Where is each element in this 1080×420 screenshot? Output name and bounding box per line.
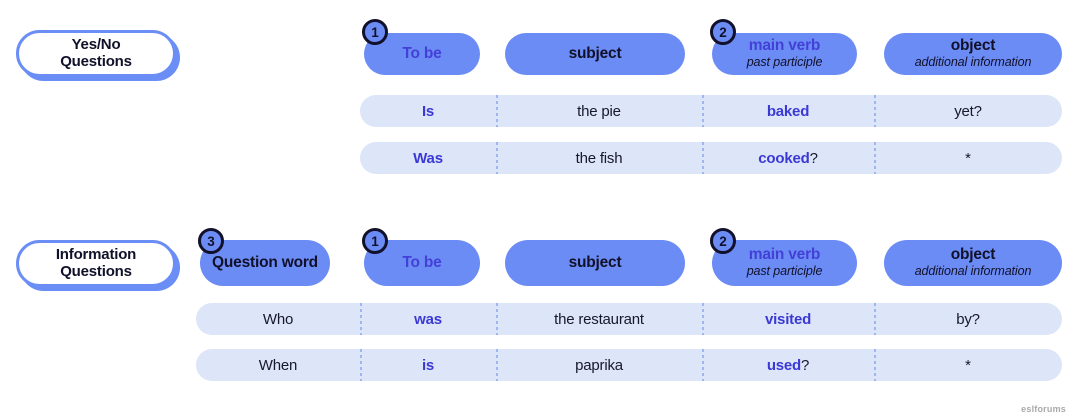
- row-cell: is: [360, 349, 496, 381]
- header-pill-main-verb-yesno[interactable]: main verb past participle: [712, 33, 857, 75]
- cell-text: is: [421, 356, 435, 374]
- row-cell: Who: [196, 303, 360, 335]
- cell-divider: [360, 303, 362, 335]
- step-badge-1-info: 1: [362, 228, 388, 254]
- cell-divider: [360, 349, 362, 381]
- step-badge-1-yesno: 1: [362, 19, 388, 45]
- header-pill-object-info[interactable]: object additional information: [884, 240, 1062, 286]
- cell-divider: [496, 95, 498, 127]
- row-cell: baked: [702, 95, 874, 127]
- cell-text: paprika: [575, 356, 623, 374]
- row-cell: *: [874, 349, 1062, 381]
- cell-text: yet?: [954, 102, 982, 120]
- header-pill-subject-info[interactable]: subject: [505, 240, 685, 286]
- category-label-line1: Information: [55, 246, 137, 264]
- row-cell: the restaurant: [496, 303, 702, 335]
- category-label-line1: Yes/No: [71, 36, 121, 54]
- table-row[interactable]: Was the fish cooked? *: [360, 142, 1062, 174]
- row-cell: by?: [874, 303, 1062, 335]
- header-pill-main-label: To be: [402, 44, 442, 62]
- header-pill-main-label: To be: [402, 253, 442, 271]
- cell-divider: [874, 303, 876, 335]
- header-pill-sub-label: past participle: [746, 264, 823, 279]
- cell-text: by?: [956, 310, 980, 328]
- row-cell: Is: [360, 95, 496, 127]
- header-pill-main-label: object: [950, 246, 996, 264]
- row-cell: the pie: [496, 95, 702, 127]
- row-cell: When: [196, 349, 360, 381]
- row-cell: cooked?: [702, 142, 874, 174]
- row-cell: the fish: [496, 142, 702, 174]
- cell-divider: [496, 303, 498, 335]
- cell-divider: [496, 142, 498, 174]
- header-pill-main-verb-info[interactable]: main verb past participle: [712, 240, 857, 286]
- cell-text: cooked: [758, 149, 810, 167]
- step-badge-2-info: 2: [710, 228, 736, 254]
- cell-divider: [702, 349, 704, 381]
- header-pill-object-yesno[interactable]: object additional information: [884, 33, 1062, 75]
- header-pill-sub-label: additional information: [914, 55, 1032, 70]
- cell-text: the pie: [577, 102, 621, 120]
- table-row[interactable]: Who was the restaurant visited by?: [196, 303, 1062, 335]
- row-cell: visited: [702, 303, 874, 335]
- cell-divider: [874, 349, 876, 381]
- cell-text: Was: [413, 149, 443, 167]
- header-pill-main-label: object: [950, 37, 996, 55]
- cell-divider: [874, 95, 876, 127]
- cell-text: Who: [262, 310, 294, 328]
- cell-divider: [702, 95, 704, 127]
- row-cell: yet?: [874, 95, 1062, 127]
- header-pill-subject-yesno[interactable]: subject: [505, 33, 685, 75]
- cell-text: visited: [764, 310, 812, 328]
- row-cell: Was: [360, 142, 496, 174]
- cell-text: the fish: [575, 149, 623, 167]
- cell-text: When: [258, 356, 298, 374]
- table-row[interactable]: Is the pie baked yet?: [360, 95, 1062, 127]
- category-label-line2: Questions: [60, 262, 132, 280]
- row-cell: *: [874, 142, 1062, 174]
- step-badge-3-info: 3: [198, 228, 224, 254]
- category-label-yes-no-questions: Yes/No Questions: [16, 30, 176, 77]
- cell-text: Is: [421, 102, 435, 120]
- header-pill-sub-label: past participle: [746, 55, 823, 70]
- cell-text-tail: ?: [809, 149, 818, 167]
- cell-divider: [702, 303, 704, 335]
- cell-text: *: [965, 356, 971, 374]
- header-pill-main-label: main verb: [748, 246, 821, 264]
- header-pill-main-label: Question word: [212, 254, 318, 272]
- cell-text: *: [965, 149, 971, 167]
- category-label-line2: Questions: [60, 52, 132, 70]
- cell-text: used: [766, 356, 802, 374]
- cell-text: the restaurant: [554, 310, 644, 328]
- cell-divider: [496, 349, 498, 381]
- cell-text-tail: ?: [801, 356, 810, 374]
- watermark: eslforums: [1021, 404, 1066, 414]
- table-row[interactable]: When is paprika used? *: [196, 349, 1062, 381]
- row-cell: used?: [702, 349, 874, 381]
- header-pill-main-label: subject: [568, 253, 622, 271]
- header-pill-main-label: main verb: [748, 37, 821, 55]
- cell-text: baked: [766, 102, 810, 120]
- row-cell: paprika: [496, 349, 702, 381]
- header-pill-sub-label: additional information: [914, 264, 1032, 279]
- cell-divider: [702, 142, 704, 174]
- cell-text: was: [414, 310, 442, 328]
- header-pill-main-label: subject: [568, 44, 622, 62]
- cell-divider: [874, 142, 876, 174]
- step-badge-2-yesno: 2: [710, 19, 736, 45]
- row-cell: was: [360, 303, 496, 335]
- category-label-information-questions: Information Questions: [16, 240, 176, 287]
